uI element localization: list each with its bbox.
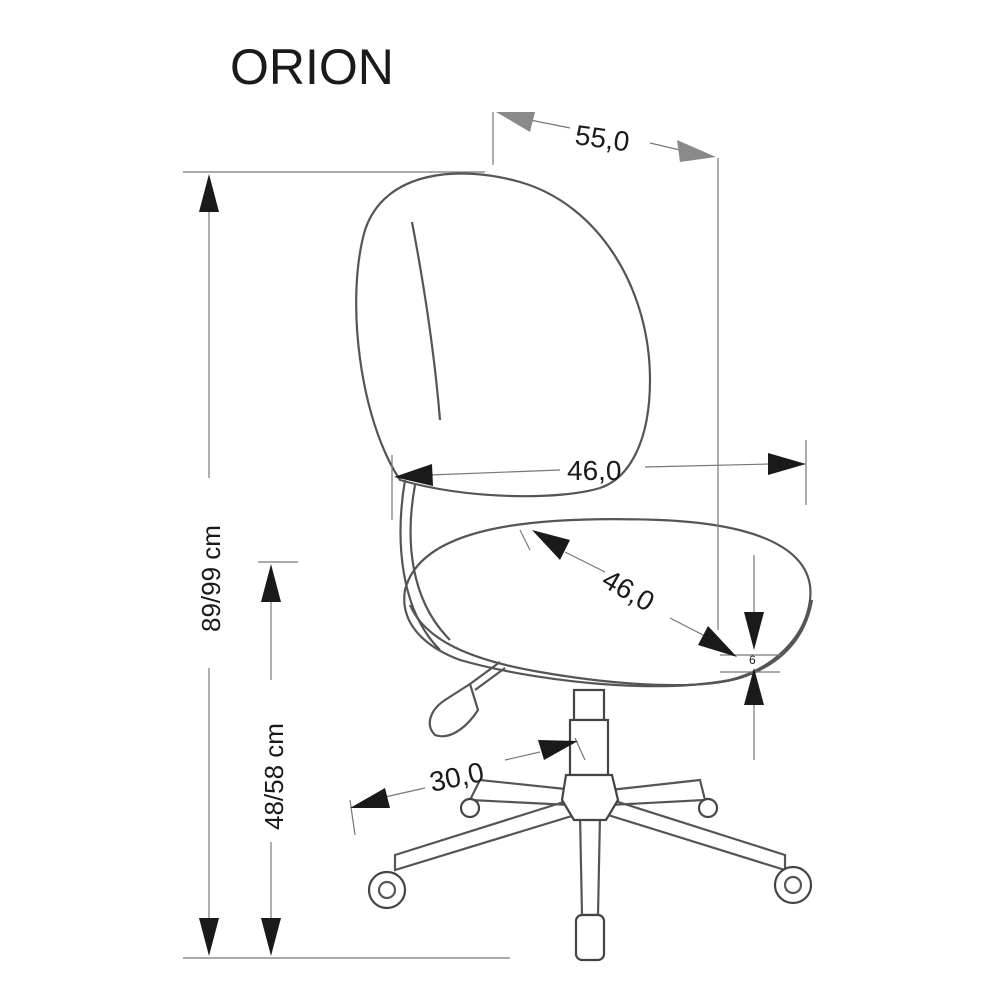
arrow-left-icon (532, 530, 570, 560)
seat-depth-label: 46,0 (597, 563, 660, 617)
seat-height-label: 48/58 cm (259, 723, 289, 830)
seat-thickness-label: 6 (749, 653, 756, 667)
seat (403, 518, 812, 688)
arrow-down-icon (199, 918, 219, 956)
arrow-left-icon (496, 112, 535, 132)
arrow-right-icon (677, 140, 716, 162)
arrow-down-icon (744, 612, 764, 650)
gas-lift (568, 718, 610, 777)
extension-lines (183, 112, 807, 959)
arrow-left-icon (350, 788, 390, 808)
backrest-seam (410, 221, 442, 421)
seat-width-label: 46,0 (567, 455, 622, 486)
arrow-right-icon (538, 740, 578, 760)
total-height-label: 89/99 cm (196, 525, 226, 632)
seat-edge (408, 599, 814, 687)
arrow-down-icon (261, 918, 281, 956)
casters (367, 797, 813, 962)
back-support (399, 479, 451, 651)
base-radius-label: 30,0 (427, 756, 487, 798)
arrow-up-icon (199, 174, 219, 212)
gas-lift-top (572, 688, 606, 722)
backrest (355, 172, 652, 498)
arrow-right-icon (768, 453, 806, 475)
total-width-label: 55,0 (573, 119, 631, 157)
arrow-right-icon (698, 626, 737, 657)
product-title: ORION (230, 39, 394, 95)
arrow-left-icon (394, 464, 433, 486)
arrow-up-icon (744, 668, 764, 705)
height-lever (428, 661, 506, 738)
arrow-up-icon (261, 564, 281, 602)
base-hub (560, 773, 620, 822)
